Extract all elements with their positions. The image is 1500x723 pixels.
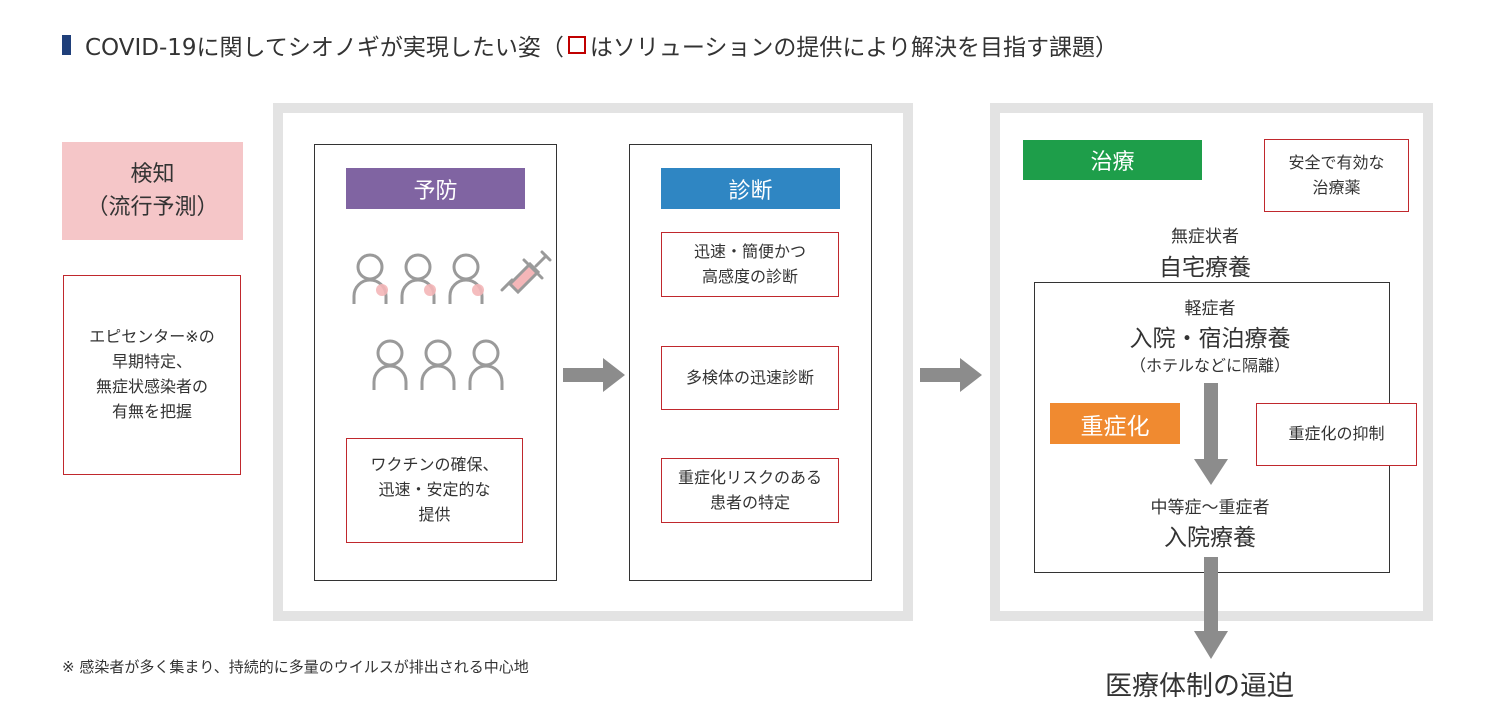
person-icon xyxy=(468,339,504,390)
person-icon xyxy=(448,253,484,304)
detection-label-line1: 検知 xyxy=(130,162,175,187)
prevention-solution-box: ワクチンの確保、 迅速・安定的な 提供 xyxy=(346,438,523,543)
diagnosis-solution-box: 重症化リスクのある 患者の特定 xyxy=(661,458,839,523)
moderate-severe-label: 中等症～重症者 xyxy=(1150,498,1270,518)
diagnosis-label: 診断 xyxy=(661,168,840,209)
red-square-icon xyxy=(567,36,586,54)
detection-label-line2: （流行予測） xyxy=(86,195,219,220)
person-icon xyxy=(372,339,408,390)
arrow-right-icon xyxy=(563,358,625,392)
title-prefix: COVID-19に関してシオノギが実現したい姿（ xyxy=(85,35,564,61)
isolation-note: （ホテルなどに隔離） xyxy=(1129,356,1290,375)
hospital-hotel-label: 入院・宿泊療養 xyxy=(1129,326,1291,352)
inpatient-care-label: 入院療養 xyxy=(1164,525,1256,551)
person-icon xyxy=(420,339,456,390)
diagnosis-solution-box: 多検体の迅速診断 xyxy=(661,346,839,410)
severe-suppression-box: 重症化の抑制 xyxy=(1256,403,1417,466)
arrow-down-icon xyxy=(1194,383,1228,485)
footnote: ※ 感染者が多く集まり、持続的に多量のウイルスが排出される中心地 xyxy=(62,658,529,676)
people-icons xyxy=(352,250,552,390)
treatment-label: 治療 xyxy=(1023,140,1202,180)
title-marker xyxy=(62,35,71,55)
person-icon xyxy=(352,253,388,304)
severe-label: 重症化 xyxy=(1050,403,1180,444)
title-suffix: はソリューションの提供により解決を目指す課題） xyxy=(589,35,1118,61)
arrow-right-icon xyxy=(920,358,982,392)
detection-label: 検知 （流行予測） xyxy=(62,142,243,240)
page-title: COVID-19に関してシオノギが実現したい姿（ はソリューションの提供により解決… xyxy=(62,28,1118,62)
person-icon xyxy=(400,253,436,304)
syringe-icon xyxy=(500,250,552,295)
home-care-label: 自宅療養 xyxy=(1159,255,1251,281)
asymptomatic-label: 無症状者 xyxy=(1171,227,1239,247)
drug-solution-box: 安全で有効な 治療薬 xyxy=(1264,139,1409,212)
prevention-label: 予防 xyxy=(346,168,525,209)
outcome-label: 医療体制の逼迫 xyxy=(1105,671,1294,702)
detection-solution-box: エピセンター※の 早期特定、 無症状感染者の 有無を把握 xyxy=(63,275,241,475)
arrow-down-icon xyxy=(1194,557,1228,659)
diagnosis-solution-box: 迅速・簡便かつ 高感度の診断 xyxy=(661,232,839,297)
mild-label: 軽症者 xyxy=(1184,299,1236,319)
